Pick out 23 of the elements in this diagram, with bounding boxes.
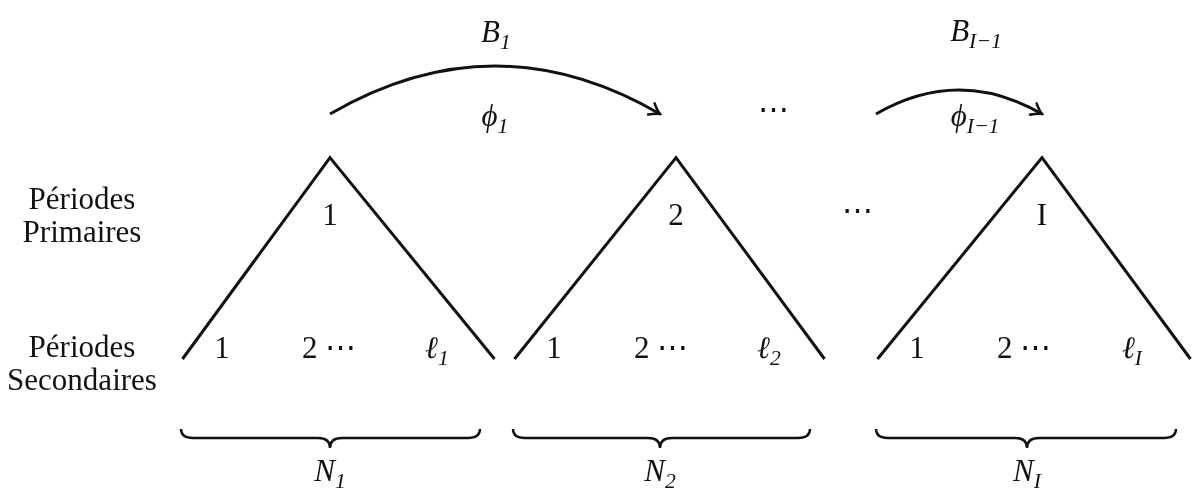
primary-period-number: 2 [668,197,684,233]
row-label: Périodes Primaires [22,182,142,248]
secondary-period-label: 1 [214,330,230,366]
ellipsis: ⋯ [757,92,789,128]
edge-label: B$_{1}$ [481,14,511,50]
secondary-period-label: 2 ⋯ [996,330,1052,366]
secondary-period-label: ℓ$_{2}$ [757,330,781,366]
secondary-period-label: 1 [909,330,925,366]
brace-label: N$_{I}$ [1013,453,1041,488]
primary-period-number: I [1036,197,1048,233]
arc-label: ϕ$_{1}$ [481,98,509,134]
edge-label: B$_{I−1}$ [950,13,1002,49]
secondary-period-label: ℓ$_{I}$ [1121,330,1143,366]
secondary-period-label: 1 [546,330,562,366]
brace-label: N$_{2}$ [644,453,676,488]
brace-label: N$_{1}$ [314,453,346,488]
ellipsis: ⋯ [841,193,873,229]
row-label: Périodes Secondaires [7,330,157,396]
secondary-period-label: 2 ⋯ [301,330,357,366]
arc-label: ϕ$_{I−1}$ [950,98,1000,134]
primary-period-number: 1 [322,197,338,233]
secondary-period-label: ℓ$_{1}$ [425,330,449,366]
secondary-period-label: 2 ⋯ [633,330,689,366]
